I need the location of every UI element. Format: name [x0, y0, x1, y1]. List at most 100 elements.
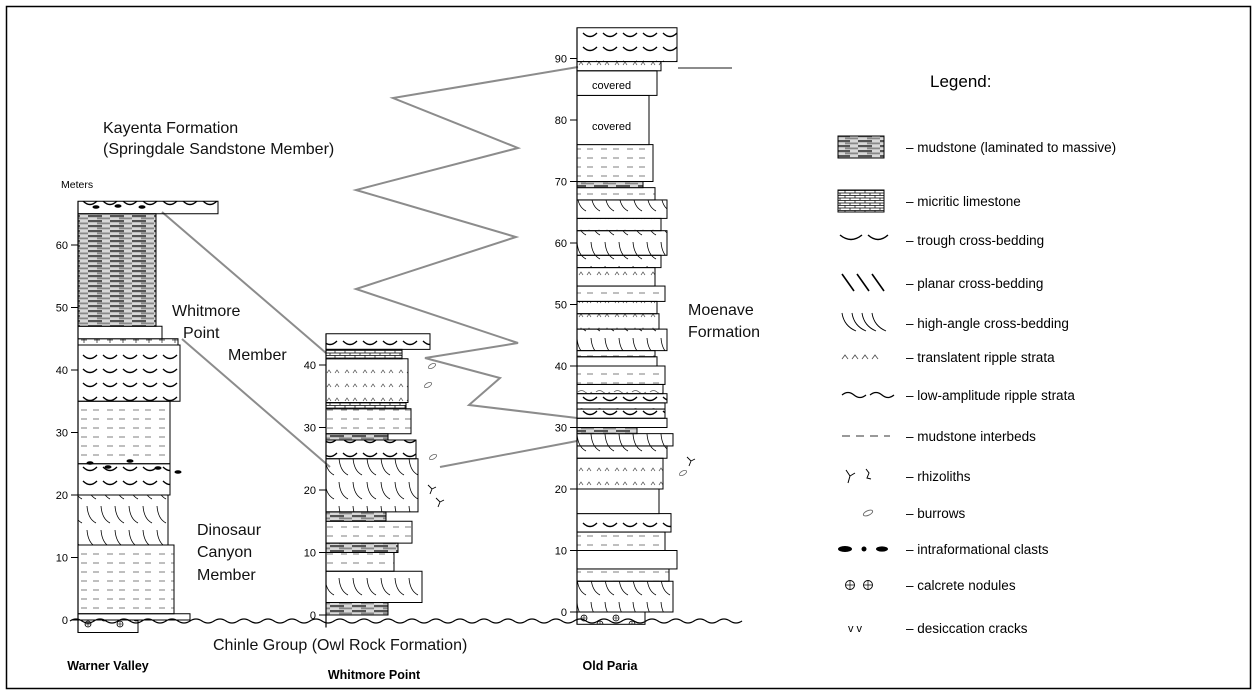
label-kayenta-2: (Springdale Sandstone Member): [103, 141, 334, 158]
translatent-ripple-icon: [841, 354, 879, 360]
warner-bed: [77, 494, 169, 546]
warner-bed: [77, 400, 171, 465]
label-whitmore-3: Member: [228, 347, 287, 364]
meters-label: Meters: [61, 179, 93, 191]
paria-bed: [576, 580, 674, 613]
correlation-warner-member: [181, 338, 331, 468]
legend-title: Legend:: [930, 72, 991, 91]
legend-label: – intraformational clasts: [906, 542, 1049, 557]
whitmore-tick-label: 0: [310, 610, 316, 622]
label-dinosaur-1: Dinosaur: [197, 522, 262, 539]
paria-tick-label: 90: [555, 54, 567, 66]
whitmore-tick-label: 10: [304, 548, 316, 560]
warner-tick-label: 40: [56, 365, 68, 377]
paria-tick-label: 60: [555, 238, 567, 250]
legend-label: – calcrete nodules: [906, 578, 1016, 593]
legend-label: – burrows: [906, 506, 966, 521]
paria-bed: [576, 365, 666, 385]
paria-bed: [576, 445, 668, 459]
whitmore-bed: [325, 542, 399, 553]
paria-bed: [576, 27, 678, 63]
burrow-mark: [428, 453, 438, 461]
paria-bed: [576, 356, 658, 367]
paria-bed: [576, 217, 662, 232]
label-dinosaur-2: Canyon: [197, 544, 252, 561]
paria-bed: [576, 383, 664, 395]
whitmore-bed: [325, 348, 403, 360]
paria-bed: [576, 187, 656, 201]
warner-bed: [77, 325, 163, 340]
whitmore-bed: [325, 552, 395, 572]
intraformational-clast: [126, 459, 134, 463]
warner-tick-label: 0: [62, 615, 68, 627]
whitmore-bed: [325, 570, 423, 603]
rhizoliths-icon: [845, 468, 872, 484]
whitmore-bed: [325, 439, 417, 460]
whitmore-bed: [325, 402, 407, 410]
paria-bed: [576, 550, 678, 570]
paria-bed: [576, 285, 666, 302]
legend-label: – planar cross-bedding: [906, 276, 1043, 291]
warner-tick-label: 10: [56, 553, 68, 565]
warner-tick-label: 30: [56, 428, 68, 440]
paria-bed: [576, 402, 666, 410]
desiccation-cracks-icon: v v: [848, 623, 863, 635]
paria-bed: [576, 427, 638, 435]
correlation-whitmore-paria-lower: [439, 440, 578, 468]
whitmore-tick-label: 40: [304, 360, 316, 372]
paria-tick-label: 10: [555, 546, 567, 558]
section-name-old-paria: Old Paria: [583, 659, 639, 673]
burrows-icon: [862, 509, 874, 517]
paria-bed: [576, 328, 668, 352]
legend-label: – mudstone (laminated to massive): [906, 140, 1116, 155]
warner-tick-label: 60: [56, 240, 68, 252]
mudstone-icon: [837, 135, 885, 159]
correlation-lines: [161, 66, 732, 468]
paria-tick-label: 40: [555, 361, 567, 373]
whitmore-tick-label: 30: [304, 423, 316, 435]
paria-bed: [576, 408, 666, 419]
section-warner-valley: 0 10 20 30 40 50 60: [56, 200, 696, 633]
correlation-warner-top: [161, 211, 327, 354]
paria-bed: [576, 488, 660, 515]
clasts-icon: [838, 546, 888, 552]
warner-bed: [77, 344, 181, 402]
section-name-warner-valley: Warner Valley: [67, 659, 149, 673]
whitmore-bed: [325, 511, 387, 522]
paria-bed: [576, 181, 644, 189]
whitmore-bed: [325, 433, 389, 441]
calcrete-nodules-icon: [845, 580, 873, 590]
planar-cross-bedding-icon: [841, 273, 885, 292]
paria-bed: [576, 94, 650, 146]
legend-label: – trough cross-bedding: [906, 233, 1044, 248]
paria-bed: [576, 531, 666, 551]
paria-bed: [576, 199, 668, 219]
paria-bed: [576, 313, 660, 330]
burrow-mark: [427, 362, 437, 370]
paria-bed: [576, 433, 674, 447]
rhizolith-mark: [427, 484, 437, 495]
warner-tick-label: 50: [56, 303, 68, 315]
intraformational-clast: [86, 461, 94, 465]
label-chinle: Chinle Group (Owl Rock Formation): [213, 637, 467, 654]
warner-tick-label: 20: [56, 490, 68, 502]
label-whitmore-1: Whitmore: [172, 303, 241, 320]
paria-bed: [576, 230, 668, 256]
paria-bed: [576, 611, 646, 625]
trough-cross-bedding-icon: [839, 234, 889, 241]
paria-bed: [576, 267, 656, 287]
whitmore-bed: [325, 408, 412, 435]
figure-border: [5, 5, 1252, 690]
paria-bed: [576, 300, 658, 315]
formation-labels: Kayenta Formation (Springdale Sandstone …: [103, 120, 760, 654]
label-whitmore-2: Point: [183, 325, 220, 342]
intraformational-clast: [104, 465, 112, 469]
paria-bed: [576, 144, 654, 183]
whitmore-bed: [325, 458, 419, 513]
paria-tick-label: 70: [555, 177, 567, 189]
limestone-icon: [837, 189, 885, 213]
legend-label: – mudstone interbeds: [906, 429, 1036, 444]
paria-bed: [576, 417, 668, 428]
